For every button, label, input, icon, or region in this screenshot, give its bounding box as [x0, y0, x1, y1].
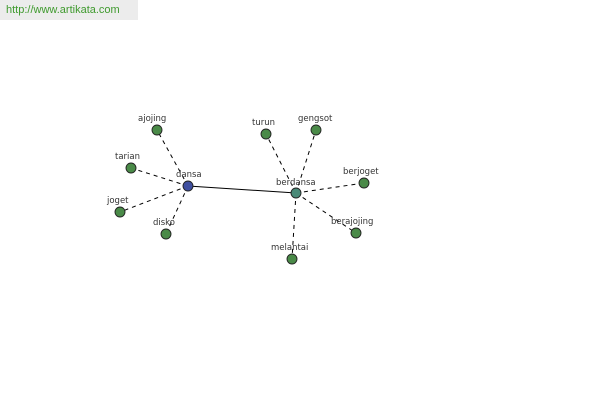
edge-dansa-disko: [165, 185, 189, 235]
node-joget-label: joget: [106, 196, 129, 206]
node-gengsot-label: gengsot: [298, 114, 333, 124]
node-ajojing-node[interactable]: [151, 124, 163, 136]
edge-berdansa-berajojing: [295, 192, 357, 234]
edge-dansa-tarian: [130, 167, 189, 187]
node-berdansa-node[interactable]: [290, 187, 302, 199]
node-melantai-node[interactable]: [286, 253, 298, 265]
nodes: ajojing tarian joget disko turun gengsot berjo…: [106, 114, 379, 265]
node-dansa-node[interactable]: [182, 180, 194, 192]
edge-berdansa-berjoget: [295, 182, 365, 194]
edge-berdansa-turun: [265, 133, 297, 194]
node-disko-node[interactable]: [160, 228, 172, 240]
edge-berdansa-melantai: [291, 192, 297, 260]
node-melantai-label: melantai: [271, 243, 308, 253]
node-turun-node[interactable]: [260, 128, 272, 140]
node-berajojing-label: berajojing: [331, 217, 373, 227]
node-ajojing-label: ajojing: [138, 114, 166, 124]
edge-dansa-ajojing: [156, 129, 189, 187]
node-turun-label: turun: [252, 118, 275, 128]
node-gengsot-node[interactable]: [310, 124, 322, 136]
node-joget-node[interactable]: [114, 206, 126, 218]
node-tarian-node[interactable]: [125, 162, 137, 174]
node-tarian-label: tarian: [115, 152, 140, 162]
node-berdansa-label: berdansa: [276, 178, 316, 188]
node-dansa-label: dansa: [176, 170, 202, 180]
url-banner[interactable]: http://www.artikata.com: [0, 0, 138, 20]
node-berjoget-label: berjoget: [343, 167, 379, 177]
edge-dansa-berdansa: [187, 185, 297, 194]
node-disko-label: disko: [153, 218, 175, 228]
node-berajojing-node[interactable]: [350, 227, 362, 239]
edge-berdansa-gengsot: [295, 129, 317, 194]
edges: [119, 129, 365, 260]
node-berjoget-node[interactable]: [358, 177, 370, 189]
